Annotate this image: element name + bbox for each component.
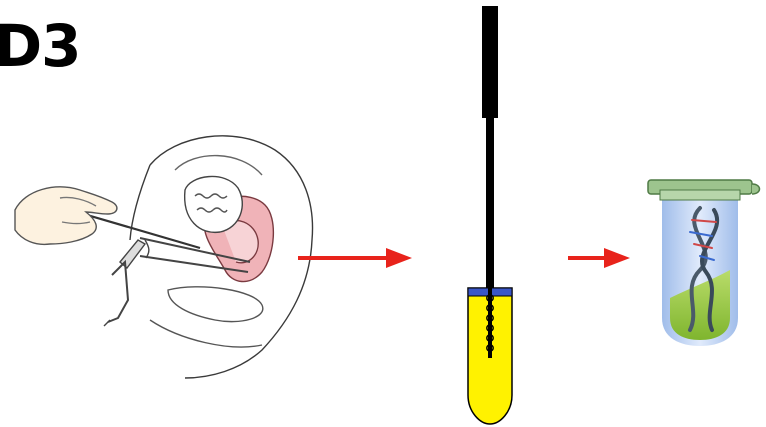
cervical-sampling-illustration [15,136,313,378]
dna-extraction-tube [648,180,760,346]
arrow-right-icon [568,248,630,268]
swab-brush-tube [468,6,512,424]
arrow-right-icon [298,248,412,268]
